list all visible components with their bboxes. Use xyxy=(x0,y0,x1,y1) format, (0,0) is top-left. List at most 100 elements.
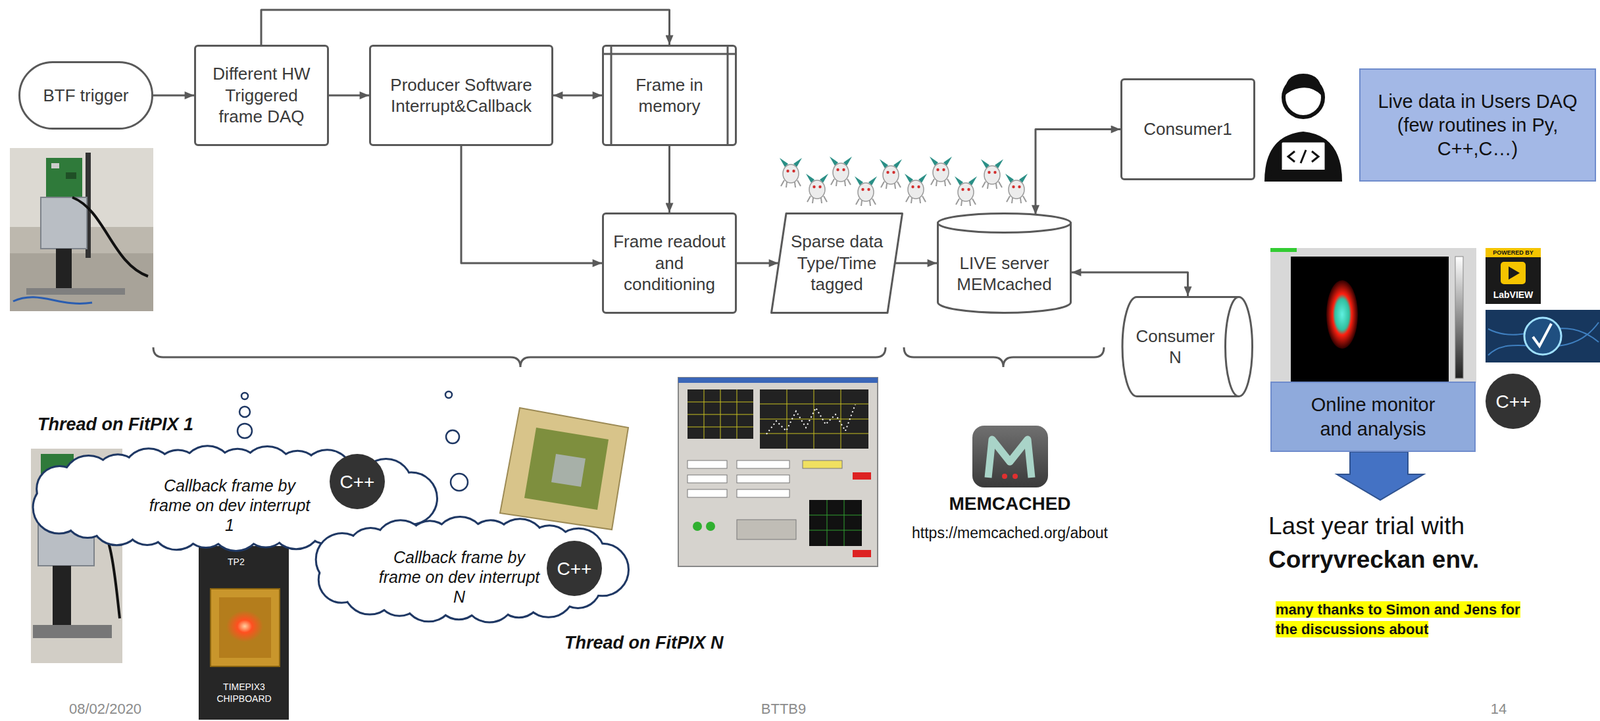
logo-text: POWERED BY xyxy=(1485,249,1541,257)
labview-screenshot xyxy=(852,550,872,558)
intensity-plot xyxy=(1270,248,1297,252)
connector xyxy=(553,94,602,97)
node-label: Different HW Triggered frame DAQ xyxy=(205,63,318,128)
node-label: Sparse data Type/Time tagged xyxy=(784,230,890,296)
node-label: Consumer1 xyxy=(1128,118,1248,141)
intensity-plot xyxy=(1326,280,1358,349)
monster-sprites xyxy=(829,156,852,187)
logo-caption: MEMCACHED xyxy=(944,492,1076,516)
shape-part xyxy=(771,213,903,314)
setup-photo xyxy=(51,163,60,169)
group-brace xyxy=(903,347,1104,368)
user-icon xyxy=(1284,73,1323,97)
setup-photo xyxy=(46,157,83,198)
thought-bubbles xyxy=(446,430,460,444)
connector xyxy=(261,9,670,45)
photo-text: TIMEPIX3 CHIPBOARD xyxy=(213,681,275,705)
label-slot: MEMCACHED xyxy=(944,492,1076,516)
user-icon xyxy=(1264,73,1343,182)
board-photo xyxy=(52,565,72,632)
terminal-box: BTF trigger xyxy=(18,61,154,130)
detector-photo xyxy=(500,407,629,530)
setup-photo xyxy=(9,148,154,312)
memcached-logo xyxy=(972,425,1049,488)
thread-heading: Thread on FitPIX 1 xyxy=(37,414,194,435)
url-text: https://memcached.org/about xyxy=(884,523,1135,543)
badge-label: C++ xyxy=(1496,390,1531,414)
label-slot: Last year trial with xyxy=(1268,511,1465,542)
thought-bubbles xyxy=(237,423,252,439)
setup-photo xyxy=(9,148,154,312)
badge-label: C++ xyxy=(340,470,375,494)
labview-screenshot xyxy=(687,460,727,469)
intensity-plot xyxy=(1455,256,1464,379)
shape-part xyxy=(938,223,1072,314)
labview-screenshot xyxy=(759,389,869,449)
connector xyxy=(1071,272,1189,297)
monster-sprites xyxy=(779,157,802,188)
connector xyxy=(461,146,602,264)
labview-screenshot xyxy=(678,377,878,567)
setup-photo xyxy=(65,172,77,179)
consumer-cylinder: Consumer N xyxy=(1122,296,1254,398)
connector xyxy=(328,94,370,97)
monster-sprites xyxy=(879,159,902,189)
thread-heading: Thread on FitPIX N xyxy=(564,632,724,654)
intensity-plot xyxy=(1290,256,1449,383)
labview-screenshot xyxy=(809,500,862,547)
setup-photo xyxy=(13,297,93,304)
labview-screenshot xyxy=(802,460,843,469)
node-label: Frame in memory xyxy=(620,74,720,118)
cloud-text: Callback frame by frame on dev interrupt… xyxy=(147,475,312,535)
consumer-cylinder-outline xyxy=(1122,296,1254,398)
monster-sprites xyxy=(779,156,1028,206)
memory-box: Frame in memory xyxy=(601,44,737,147)
setup-photo xyxy=(72,197,149,277)
monster-sprites xyxy=(954,176,977,206)
root-logo xyxy=(1485,309,1600,363)
photo-text: TP2 xyxy=(227,556,245,569)
labview-screenshot xyxy=(736,489,790,498)
labview-screenshot xyxy=(678,377,878,383)
monster-sprites xyxy=(854,176,877,206)
language-badge: C++ xyxy=(329,453,385,510)
labview-screenshot xyxy=(736,460,790,469)
shape-part xyxy=(1122,297,1239,397)
node-label: Live data in Users DAQ (few routines in … xyxy=(1377,89,1579,162)
language-badge: C++ xyxy=(546,540,602,597)
labview-screenshot xyxy=(678,377,878,567)
labview-screenshot xyxy=(766,404,856,435)
connector xyxy=(153,94,195,97)
cloud-text: Callback frame by frame on dev interrupt… xyxy=(376,547,542,607)
highlight-note: many thanks to Simon and Jens for the di… xyxy=(1275,601,1521,638)
setup-photo xyxy=(40,197,87,249)
cloud-text-slot: Callback frame by frame on dev interrupt… xyxy=(376,547,542,607)
shape-part xyxy=(1225,297,1253,397)
labview-screenshot xyxy=(759,389,869,449)
setup-photo xyxy=(9,253,154,312)
heading-slot: Thread on FitPIX 1 xyxy=(37,414,194,435)
memcached-logo xyxy=(972,425,1049,488)
shape-part xyxy=(938,213,1072,233)
process-box: Frame readout and conditioning xyxy=(601,212,737,314)
chipboard-photo xyxy=(226,610,264,643)
user-icon xyxy=(1264,131,1343,182)
label-slot: Corryvreckan env. xyxy=(1268,544,1479,575)
root-logo xyxy=(1485,309,1600,363)
label-slot: many thanks to Simon and Jens for the di… xyxy=(1275,600,1539,639)
chipboard-photo xyxy=(198,546,289,720)
labview-screenshot xyxy=(687,489,727,498)
info-box: Live data in Users DAQ (few routines in … xyxy=(1359,68,1597,182)
consumer-box: Consumer1 xyxy=(1120,78,1256,181)
labview-screenshot xyxy=(809,500,862,547)
note-text: Corryvreckan env. xyxy=(1268,544,1479,575)
data-parallelogram: Sparse data Type/Time tagged xyxy=(770,212,904,314)
monster-sprites xyxy=(929,156,952,187)
process-box: Producer Software Interrupt&Callback xyxy=(369,44,554,147)
node-label: Frame readout and conditioning xyxy=(608,230,731,296)
setup-photo xyxy=(26,288,125,295)
monster-sprites xyxy=(805,173,829,204)
node-label: Consumer N xyxy=(1132,325,1219,369)
shape-part xyxy=(603,46,735,145)
node-label: Producer Software Interrupt&Callback xyxy=(378,74,544,118)
